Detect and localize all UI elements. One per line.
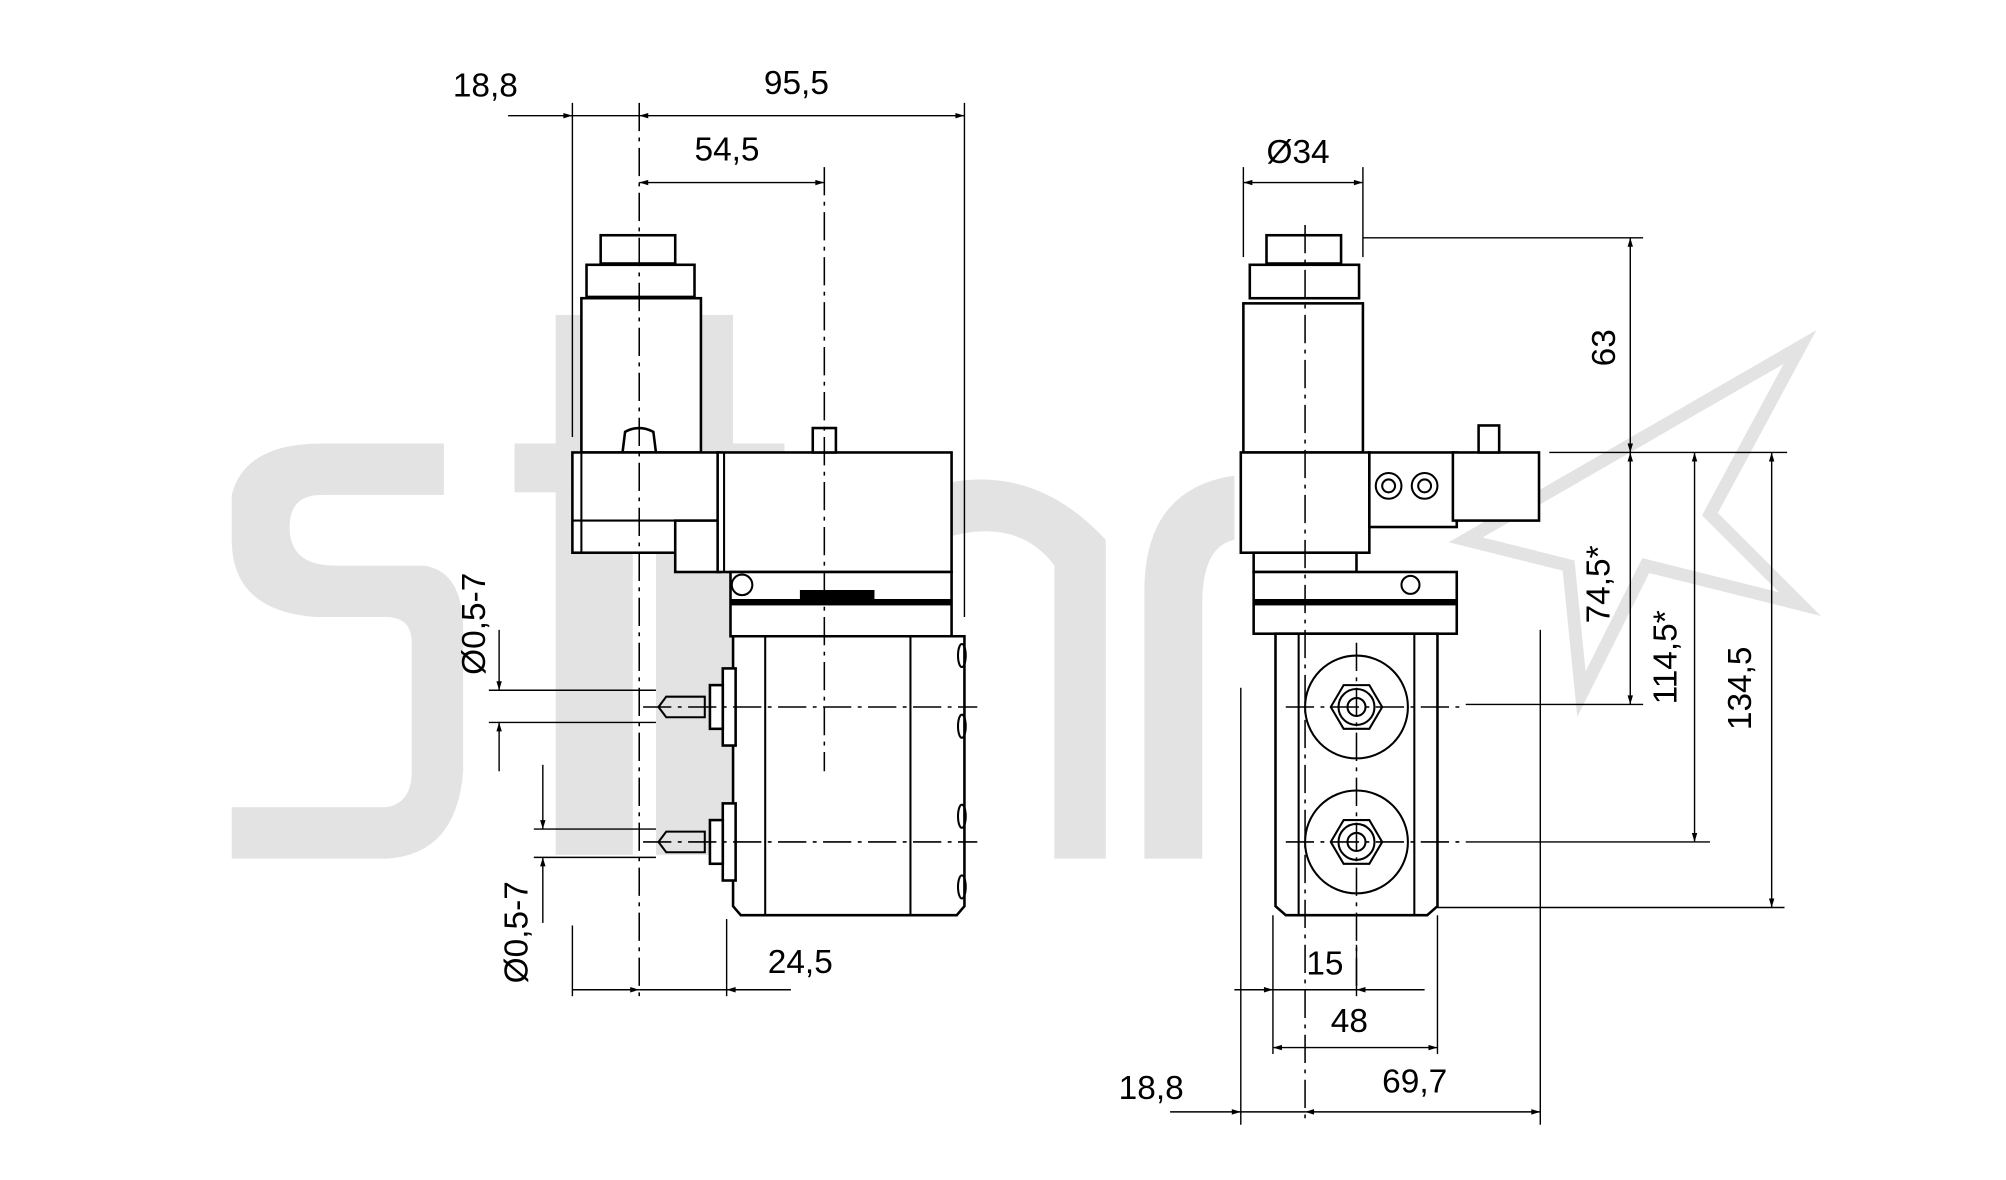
dim-overall-width: 69,7 (1382, 1064, 1447, 1101)
dim-total-height: 134,5 (1722, 646, 1759, 730)
dim-port2-height: 114,5* (1648, 610, 1685, 704)
dim-offset-left: 18,8 (1119, 1070, 1184, 1107)
coil-body (1242, 302, 1365, 454)
dim-body-width: 48 (1331, 1003, 1368, 1040)
coil-nut (585, 263, 696, 299)
side-view: 18,8 95,5 54,5 Ø0,5-7 Ø0,5-7 24,5 (453, 65, 978, 997)
valve-body (1274, 632, 1439, 917)
dim-overall-width: 95,5 (764, 65, 829, 102)
dim-port-diameter-top: Ø0,5-7 (456, 573, 493, 675)
dim-body-offset: 24,5 (768, 944, 833, 981)
dim-port-spacing: 15 (1306, 945, 1343, 982)
dim-coil-height: 63 (1586, 329, 1623, 366)
dim-port1-height: 74,5* (1581, 545, 1618, 623)
coil-cap (599, 233, 677, 265)
coil-cap (1265, 233, 1343, 265)
dim-port-diameter-bottom: Ø0,5-7 (498, 881, 535, 983)
front-view: Ø34 63 74,5* 114,5* 134,5 15 48 18,8 69,… (1119, 134, 1788, 1125)
dim-coil-diameter: Ø34 (1267, 134, 1330, 171)
connector (1451, 451, 1541, 522)
coil-body (580, 296, 703, 454)
valve-body (731, 634, 966, 917)
dim-offset-left: 18,8 (453, 67, 518, 104)
dim-connector-offset: 54,5 (695, 132, 760, 169)
